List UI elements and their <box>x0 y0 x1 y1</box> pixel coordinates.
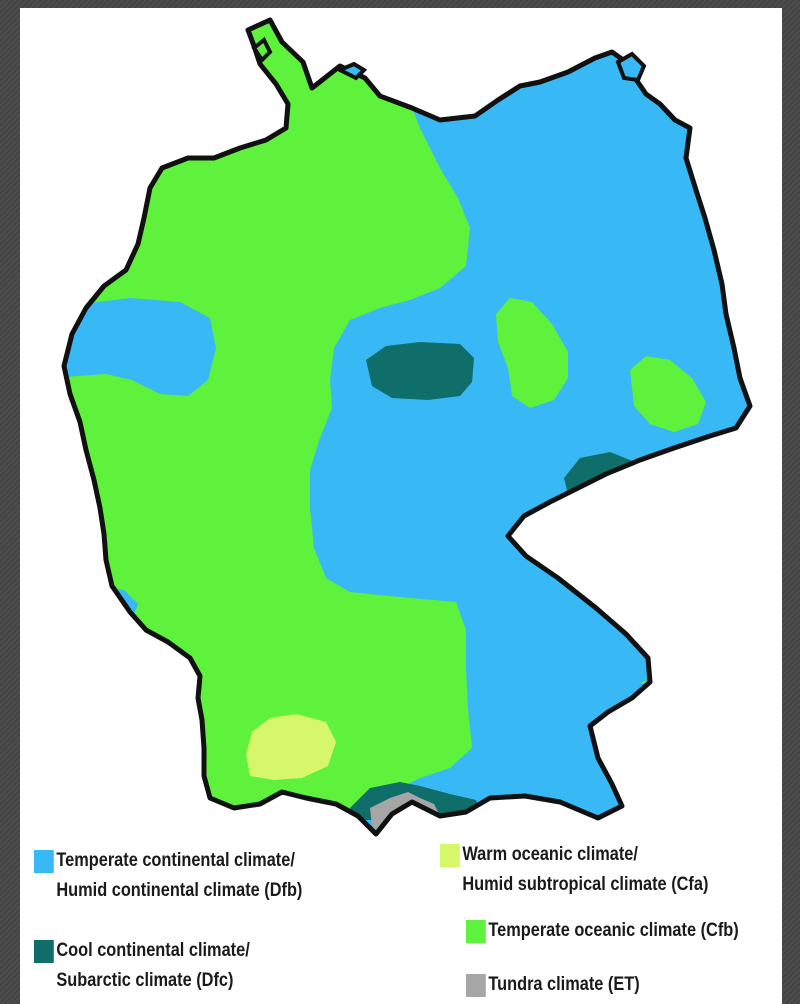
legend-swatch-dfb <box>34 850 54 873</box>
legend-item-cfb: Temperate oceanic climate (Cfb) <box>466 916 739 946</box>
map-panel: Temperate continental climate/ Humid con… <box>20 8 782 1004</box>
legend-label-dfb-line2: Humid continental climate (Dfb) <box>56 880 303 901</box>
legend-item-dfc: Cool continental climate/ Subarctic clim… <box>34 936 250 996</box>
legend-label-cfa-line1: Warm oceanic climate/ <box>462 844 638 865</box>
legend-label-cfa-line2: Humid subtropical climate (Cfa) <box>462 874 709 895</box>
legend-swatch-dfc <box>34 940 54 963</box>
dfc-region-harz <box>366 342 474 400</box>
dfb-region-west <box>64 298 216 396</box>
legend-swatch-cfb <box>466 920 486 943</box>
legend-swatch-et <box>466 974 486 997</box>
legend-item-et: Tundra climate (ET) <box>466 970 640 1000</box>
island-north-frisian <box>251 36 273 64</box>
island-fehmarn <box>335 61 368 81</box>
island-ruegen <box>615 51 647 83</box>
legend-label-dfc-line2: Subarctic climate (Dfc) <box>56 970 234 991</box>
legend-label-dfb-line1: Temperate continental climate/ <box>56 850 295 871</box>
cfb-patch-east-1 <box>496 298 568 408</box>
legend-label-et: Tundra climate (ET) <box>488 974 640 995</box>
legend-item-cfa: Warm oceanic climate/ Humid subtropical … <box>440 840 708 900</box>
cfa-region-upper-rhine <box>246 714 336 780</box>
cfb-patch-east-2 <box>630 356 706 432</box>
legend-label-dfc-line1: Cool continental climate/ <box>56 940 250 961</box>
climate-map <box>61 17 753 837</box>
legend-item-dfb: Temperate continental climate/ Humid con… <box>34 846 302 906</box>
legend-label-cfb: Temperate oceanic climate (Cfb) <box>488 920 739 941</box>
legend-swatch-cfa <box>440 844 460 867</box>
